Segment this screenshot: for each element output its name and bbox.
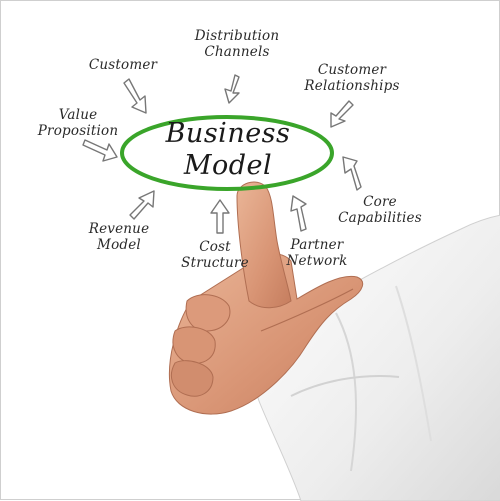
arrow-icon xyxy=(342,156,362,191)
label-value-proposition: Value Proposition xyxy=(27,107,129,139)
arrow-icon xyxy=(224,74,240,104)
label-revenue-model: Revenue Model xyxy=(77,221,161,253)
arrow-icon xyxy=(210,199,230,234)
label-line: Relationships xyxy=(304,78,400,94)
arrow-icon xyxy=(82,139,118,162)
label-line: Distribution xyxy=(194,28,280,44)
label-partner-network: Partner Network xyxy=(275,237,359,269)
label-line: Capabilities xyxy=(338,210,422,226)
arrow-icon xyxy=(330,100,354,128)
arrow-icon xyxy=(123,78,147,114)
label-line: Partner xyxy=(290,237,344,253)
arrow-icon xyxy=(129,190,155,220)
label-core-capabilities: Core Capabilities xyxy=(325,194,435,226)
label-customer: Customer xyxy=(77,57,169,73)
label-line: Structure xyxy=(181,255,249,271)
label-distribution-channels: Distribution Channels xyxy=(177,28,297,60)
label-customer-relationships: Customer Relationships xyxy=(291,62,413,94)
label-line: Channels xyxy=(204,44,270,60)
label-line: Core xyxy=(363,194,397,210)
green-ellipse xyxy=(120,115,334,191)
center-title-line1: Business xyxy=(165,118,291,149)
hand xyxy=(168,253,364,415)
label-cost-structure: Cost Structure xyxy=(173,239,257,271)
label-line: Value xyxy=(58,107,98,123)
arrow-icon xyxy=(290,195,307,232)
center-title-line2: Model xyxy=(183,150,273,181)
label-line: Model xyxy=(97,237,141,253)
label-line: Proposition xyxy=(37,123,119,139)
label-line: Cost xyxy=(199,239,231,255)
label-line: Revenue xyxy=(88,221,150,237)
label-line: Customer xyxy=(317,62,387,78)
label-line: Customer xyxy=(88,57,158,73)
label-line: Network xyxy=(286,253,348,269)
